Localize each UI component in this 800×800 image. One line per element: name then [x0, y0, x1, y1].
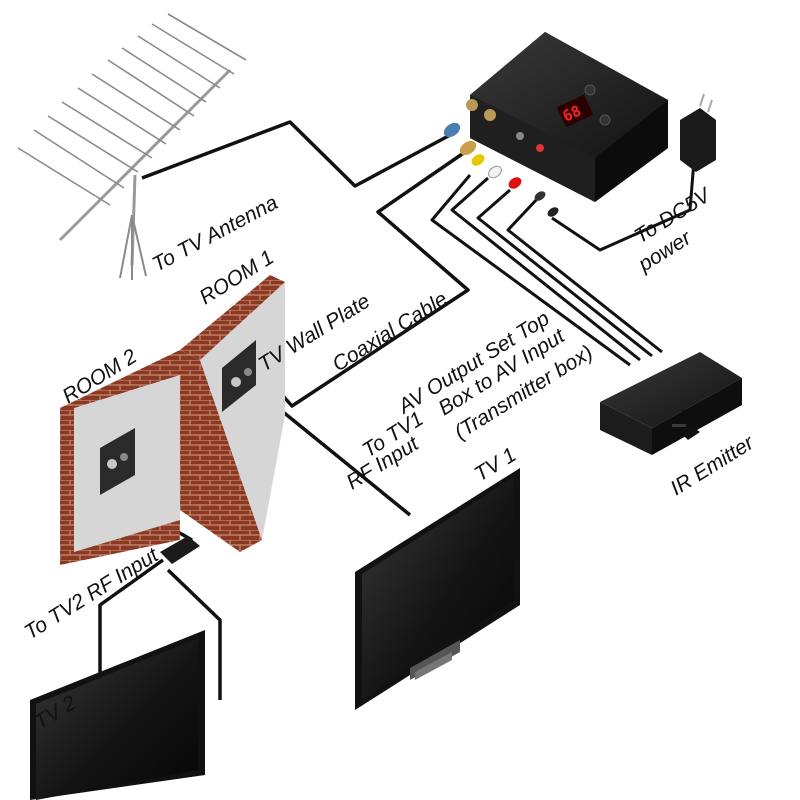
tv2-rf-cable [98, 558, 165, 690]
transmitter-box [600, 352, 742, 455]
ch-up-button[interactable] [599, 114, 611, 126]
ir-emitter [682, 428, 700, 440]
wall-plate-room2 [100, 428, 135, 495]
wall-plate-room1 [222, 340, 256, 412]
tv-antenna [17, 13, 247, 280]
rf-modulator-box: 68 [466, 32, 668, 202]
antenna-cable [141, 120, 453, 188]
led-readout: 68 [560, 102, 584, 126]
coaxial-cable [258, 148, 470, 408]
ch-down-button[interactable] [584, 84, 596, 96]
power-adapter [680, 93, 716, 172]
label-ir-emitter: IR Emitter [666, 431, 758, 501]
input-ports [466, 99, 544, 152]
av-plugs [443, 122, 559, 217]
splitter [160, 536, 200, 564]
tv1 [355, 468, 520, 710]
tv2 [30, 630, 205, 800]
led-display [556, 94, 594, 128]
wall [60, 275, 285, 565]
power-cable [551, 147, 697, 252]
tv2-rf-cable-2 [166, 568, 222, 700]
